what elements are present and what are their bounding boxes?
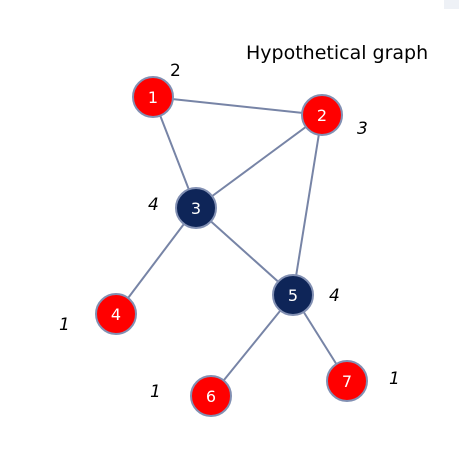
node-3: 3 — [175, 187, 217, 229]
degree-label-7: 1 — [389, 369, 400, 389]
degree-label-6: 1 — [150, 382, 161, 402]
edge-3-5 — [195, 207, 294, 296]
node-circle-7 — [326, 360, 368, 402]
node-label-2: 2 — [317, 106, 327, 125]
degree-label-4: 1 — [59, 315, 70, 335]
degree-label-1: 2 — [170, 61, 181, 81]
node-4: 4 — [95, 293, 137, 335]
node-circle-3 — [175, 187, 217, 229]
degree-label-3: 4 — [148, 195, 159, 215]
node-label-1: 1 — [148, 88, 158, 107]
node-circle-4 — [95, 293, 137, 335]
node-circle-1 — [132, 76, 174, 118]
corner-mark — [444, 0, 459, 9]
degree-label-5: 4 — [329, 286, 340, 306]
degree-labels-layer: 2 3 4 1 4 1 1 — [59, 61, 400, 402]
edges-layer — [115, 96, 348, 397]
node-5: 5 — [272, 274, 314, 316]
edge-2-5 — [292, 114, 323, 296]
node-label-6: 6 — [206, 387, 216, 406]
node-label-3: 3 — [191, 199, 201, 218]
diagram-title: Hypothetical graph — [246, 42, 428, 64]
edge-2-3 — [195, 114, 323, 209]
edge-1-2 — [152, 96, 323, 116]
edge-3-4 — [115, 207, 197, 315]
edge-5-6 — [210, 294, 294, 397]
node-label-5: 5 — [288, 286, 298, 305]
node-circle-5 — [272, 274, 314, 316]
node-circle-2 — [301, 94, 343, 136]
node-7: 7 — [326, 360, 368, 402]
node-label-4: 4 — [111, 305, 121, 324]
node-2: 2 — [301, 94, 343, 136]
degree-label-2: 3 — [357, 119, 368, 139]
node-6: 6 — [190, 375, 232, 417]
node-circle-6 — [190, 375, 232, 417]
node-1: 1 — [132, 76, 174, 118]
node-label-7: 7 — [342, 372, 352, 391]
nodes-layer: 1 2 3 4 5 6 7 — [95, 76, 368, 417]
